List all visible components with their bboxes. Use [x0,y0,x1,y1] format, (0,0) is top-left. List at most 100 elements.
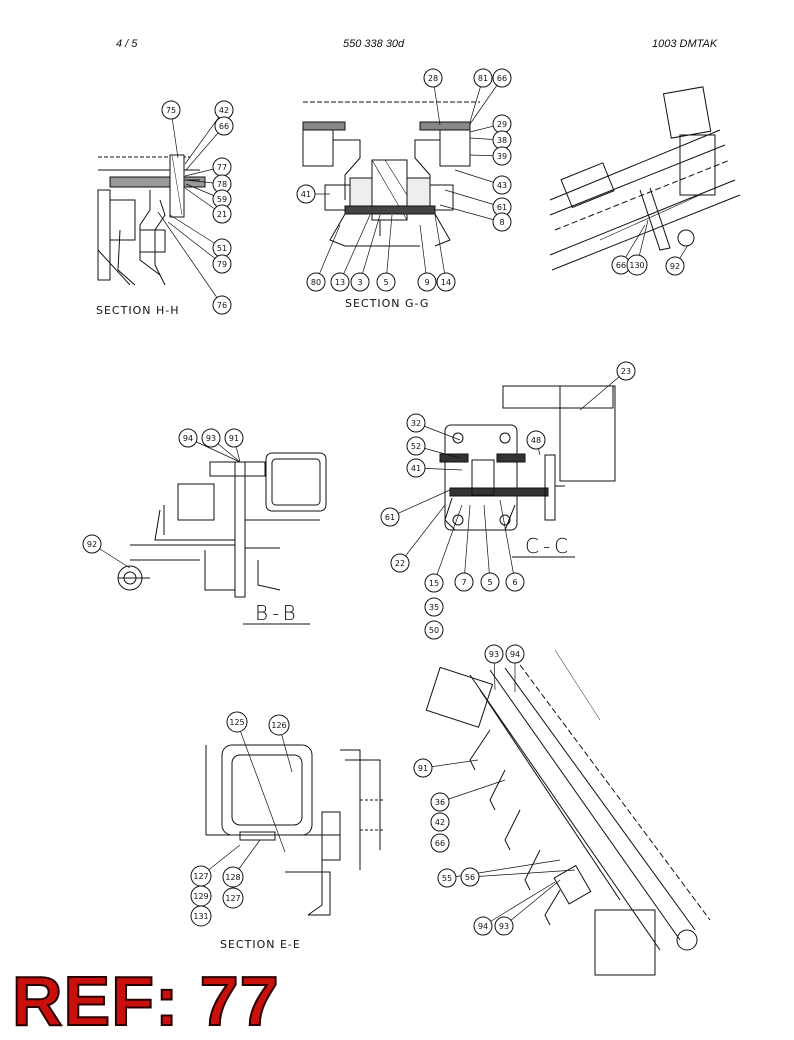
leader-line [579,370,627,411]
leader-line [463,504,471,583]
leader-line [419,224,428,283]
leader-line [389,489,451,518]
part-number-91: 91 [229,434,239,443]
part-number-8: 8 [499,218,504,227]
part-number-38: 38 [497,136,507,145]
part-balloon [212,295,232,315]
part-number-15: 15 [429,579,439,588]
section-b-b-label: B-B [255,601,300,625]
part-number-21: 21 [217,210,227,219]
part-number-92: 92 [87,540,97,549]
part-balloon [526,430,546,450]
part-number-48: 48 [531,436,541,445]
part-balloon [406,436,426,456]
leader-line [399,504,446,564]
part-balloon [430,792,450,812]
part-number-13: 13 [335,278,345,287]
part-number-51: 51 [217,244,227,253]
part-number-78: 78 [217,180,227,189]
section-h-h-view [97,154,206,286]
section-c-c-label: C-C [525,534,572,558]
part-number-5: 5 [487,578,492,587]
part-number-76: 76 [217,301,227,310]
part-number-23: 23 [621,367,631,376]
part-number-22: 22 [395,559,405,568]
part-balloon [492,68,512,88]
part-balloon [413,758,433,778]
part-balloon [296,184,316,204]
part-balloon [424,573,444,593]
model-code: 1003 DMTAK [652,38,718,50]
leader-line [469,869,576,878]
leader-line [315,224,341,283]
part-balloon [437,868,457,888]
leader-line [236,721,286,853]
part-number-42: 42 [435,818,445,827]
part-balloon [430,812,450,832]
leader-line [185,125,225,171]
part-number-41: 41 [301,190,311,199]
part-balloon [473,916,493,936]
section-b-b-view [117,452,327,598]
part-balloon [161,100,181,120]
part-balloon [460,867,480,887]
part-balloon [201,428,221,448]
leader-line [157,211,223,306]
part-number-42: 42 [219,106,229,115]
section-e-e-label: SECTION E-E [220,938,301,951]
part-number-28: 28 [428,74,438,83]
section-h-h-label: SECTION H-H [96,304,179,317]
part-balloon [484,644,504,664]
part-balloon [492,212,512,232]
part-balloon [424,597,444,617]
part-number-50: 50 [429,626,439,635]
part-number-5: 5 [383,278,388,287]
part-number-61: 61 [497,203,507,212]
leader-line [187,437,241,463]
part-balloon [330,272,350,292]
part-balloon [423,68,443,88]
part-balloon [380,507,400,527]
part-balloon [306,272,326,292]
part-balloon [350,272,370,292]
leader-line [444,189,503,208]
leader-line [439,204,503,223]
leader-line [499,499,516,583]
part-number-93: 93 [489,650,499,659]
part-balloon [454,572,474,592]
part-balloon [190,905,212,927]
part-number-66: 66 [497,74,507,83]
part-balloon [492,175,512,195]
part-balloon [222,887,244,909]
part-number-77: 77 [217,163,227,172]
section-e-e-view [205,744,385,916]
part-number-128: 128 [225,873,240,882]
part-balloon [424,620,444,640]
part-number-91: 91 [418,764,428,773]
part-number-130: 130 [629,261,644,270]
part-number-129: 129 [193,892,208,901]
part-balloon [212,204,232,224]
iso-view-top [549,86,741,271]
part-number-125: 125 [229,718,244,727]
leader-line [184,109,225,165]
part-balloon [665,256,685,276]
part-balloon [82,534,102,554]
part-balloon [616,361,636,381]
part-balloon [214,116,234,136]
document-number: 550 338 30d [343,38,405,50]
part-number-127: 127 [225,894,240,903]
leader-line [433,504,463,584]
leader-line [167,221,223,265]
part-number-39: 39 [497,152,507,161]
part-number-35: 35 [429,603,439,612]
ref-stamp: REF: 77 [11,962,280,1040]
part-balloon [406,458,426,478]
part-number-66: 66 [616,261,626,270]
part-number-94: 94 [478,922,488,931]
leader-line [385,214,393,283]
part-balloon [473,68,493,88]
part-balloon [430,833,450,853]
